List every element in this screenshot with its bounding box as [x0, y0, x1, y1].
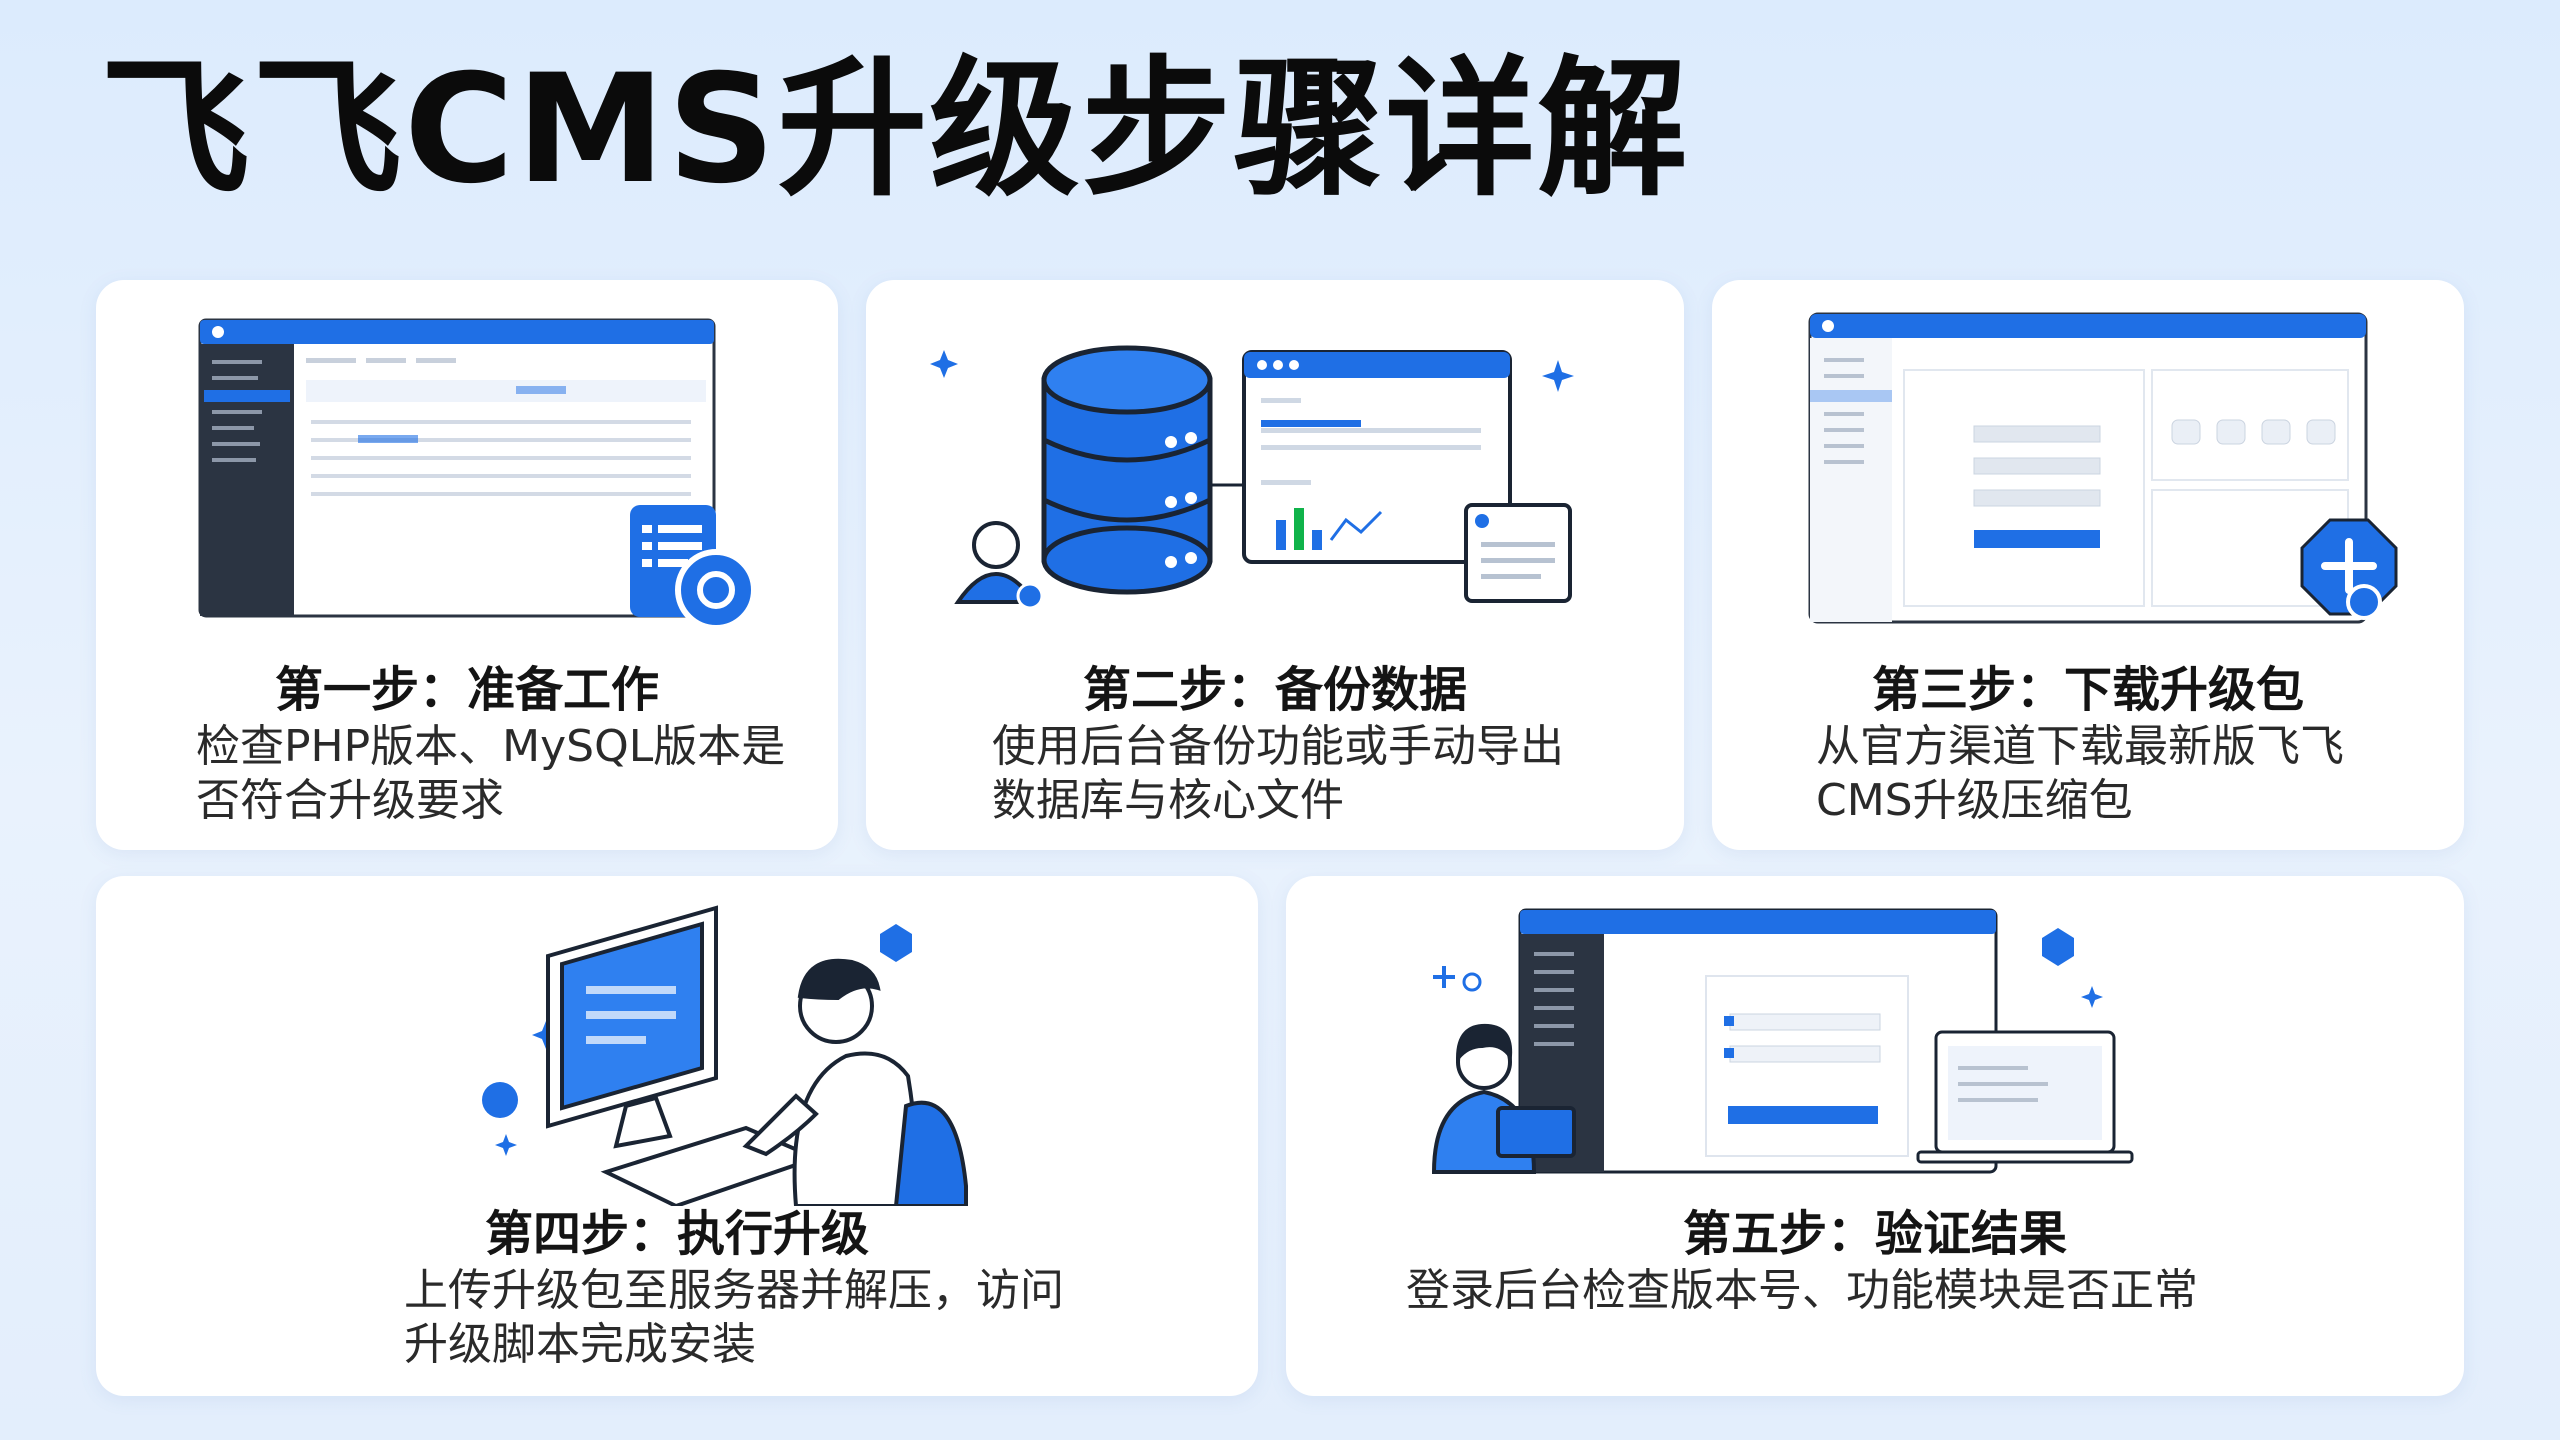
step-1-title: 第一步：准备工作 — [274, 662, 659, 718]
step-card-2: 第二步：备份数据 使用后台备份功能或手动导出 数据库与核心文件 — [866, 280, 1684, 850]
database-backup-icon — [866, 280, 1684, 650]
page-title: 飞飞CMS升级步骤详解 — [100, 43, 1690, 217]
admin-dashboard-icon — [96, 280, 838, 650]
step-2-description: 使用后台备份功能或手动导出 数据库与核心文件 — [992, 721, 1564, 826]
step-card-1: 第一步：准备工作 检查PHP版本、MySQL版本是 否符合升级要求 — [96, 280, 838, 850]
step-4-title: 第四步：执行升级 — [484, 1206, 869, 1262]
step-card-3: 第三步：下载升级包 从官方渠道下载最新版飞飞 CMS升级压缩包 — [1712, 280, 2464, 850]
step-3-description: 从官方渠道下载最新版飞飞 CMS升级压缩包 — [1816, 721, 2344, 826]
step-card-5: 第五步：验证结果 登录后台检查版本号、功能模块是否正常 — [1286, 876, 2464, 1396]
step-5-description: 登录后台检查版本号、功能模块是否正常 — [1406, 1265, 2198, 1316]
step-1-description: 检查PHP版本、MySQL版本是 否符合升级要求 — [196, 721, 786, 826]
person-at-computer-icon — [96, 876, 1258, 1206]
verify-result-icon — [1286, 876, 2464, 1206]
download-package-icon — [1712, 280, 2464, 650]
step-4-description: 上传升级包至服务器并解压，访问 升级脚本完成安装 — [404, 1265, 1064, 1370]
step-card-4: 第四步：执行升级 上传升级包至服务器并解压，访问 升级脚本完成安装 — [96, 876, 1258, 1396]
step-3-title: 第三步：下载升级包 — [1871, 662, 2304, 718]
step-2-title: 第二步：备份数据 — [1082, 662, 1467, 718]
step-5-title: 第五步：验证结果 — [1682, 1206, 2067, 1262]
